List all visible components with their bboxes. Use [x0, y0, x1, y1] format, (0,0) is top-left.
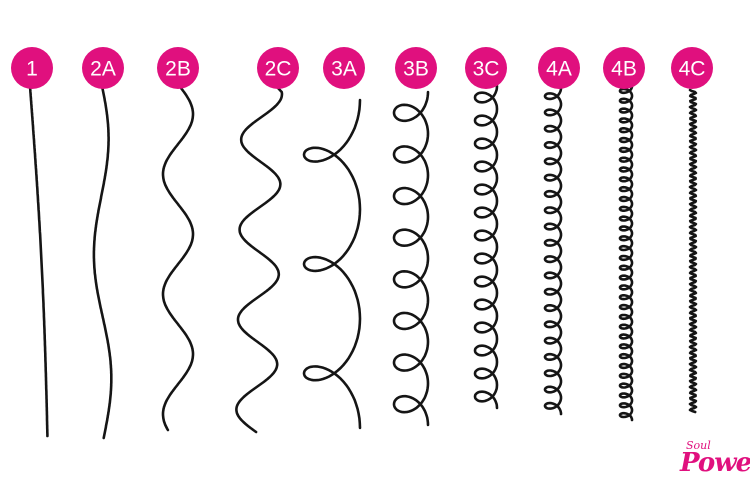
strand-3b [392, 90, 430, 427]
brand-logo: Soul Power [672, 438, 750, 482]
badge-circle [323, 47, 365, 89]
badge-circle [538, 47, 580, 89]
strand-4a [543, 86, 563, 416]
badge-label: 1 [26, 58, 38, 81]
badge-label: 2A [90, 58, 116, 81]
strand-2c [235, 86, 284, 434]
badge-2a: 2A [82, 47, 124, 89]
strand-4b [618, 84, 634, 422]
strand-4c [688, 88, 698, 414]
badge-circle [257, 47, 299, 89]
logo-word-text: Power [680, 448, 750, 478]
badge-label: 2C [265, 58, 292, 81]
strand-1 [28, 84, 49, 438]
badge-label: 4A [546, 58, 572, 81]
badge-4a: 4A [538, 47, 580, 89]
badge-label: 3B [403, 58, 429, 81]
badge-2c: 2C [257, 47, 299, 89]
strand-3a [302, 98, 362, 430]
strand-2a [92, 86, 113, 440]
badge-2b: 2B [157, 47, 199, 89]
badge-circle [82, 47, 124, 89]
badge-circle [11, 47, 53, 89]
badge-label: 4C [679, 58, 706, 81]
badge-circle [671, 47, 713, 89]
badge-label: 2B [165, 58, 191, 81]
badge-4b: 4B [603, 47, 645, 89]
strand-3c [473, 84, 499, 410]
badge-circle [395, 47, 437, 89]
logo-script-text: Soul [686, 439, 711, 452]
badge-circle [157, 47, 199, 89]
badge-3b: 3B [395, 47, 437, 89]
badge-circle [603, 47, 645, 89]
badge-4c: 4C [671, 47, 713, 89]
badge-1: 1 [11, 47, 53, 89]
badge-3c: 3C [465, 47, 507, 89]
badge-circle [465, 47, 507, 89]
badge-3a: 3A [323, 47, 365, 89]
strand-2b [161, 86, 195, 432]
badge-label: 3C [473, 58, 500, 81]
badge-label: 4B [611, 58, 637, 81]
badge-label: 3A [331, 58, 357, 81]
